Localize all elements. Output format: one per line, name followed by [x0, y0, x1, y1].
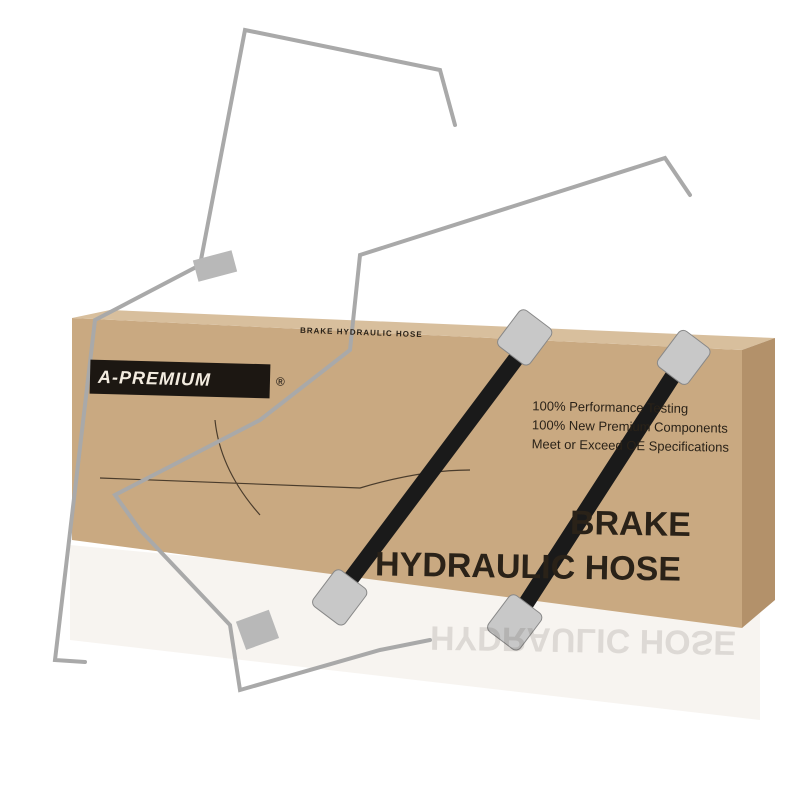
brand-logo: A-PREMIUM ®: [89, 359, 286, 399]
title-reflection: HYDRAULIC HOSE: [429, 618, 737, 662]
box-side: [742, 338, 775, 628]
rubber-hoses: [342, 352, 688, 613]
bracket: [235, 609, 280, 650]
feature-list: 100% Performance Testing 100% New Premiu…: [532, 396, 730, 456]
brand-name: A-PREMIUM: [97, 366, 212, 390]
box-top: [72, 310, 775, 350]
registered-mark: ®: [275, 374, 286, 389]
box-title-line1: BRAKE: [569, 503, 692, 545]
hose-fittings: [312, 309, 711, 651]
box-title-line2: HYDRAULIC HOSE: [374, 545, 682, 589]
hose-sketch: [99, 419, 471, 516]
feature-item: Meet or Exceed OE Specifications: [531, 436, 730, 455]
bracket: [192, 250, 238, 282]
box-reflection: [70, 545, 760, 720]
